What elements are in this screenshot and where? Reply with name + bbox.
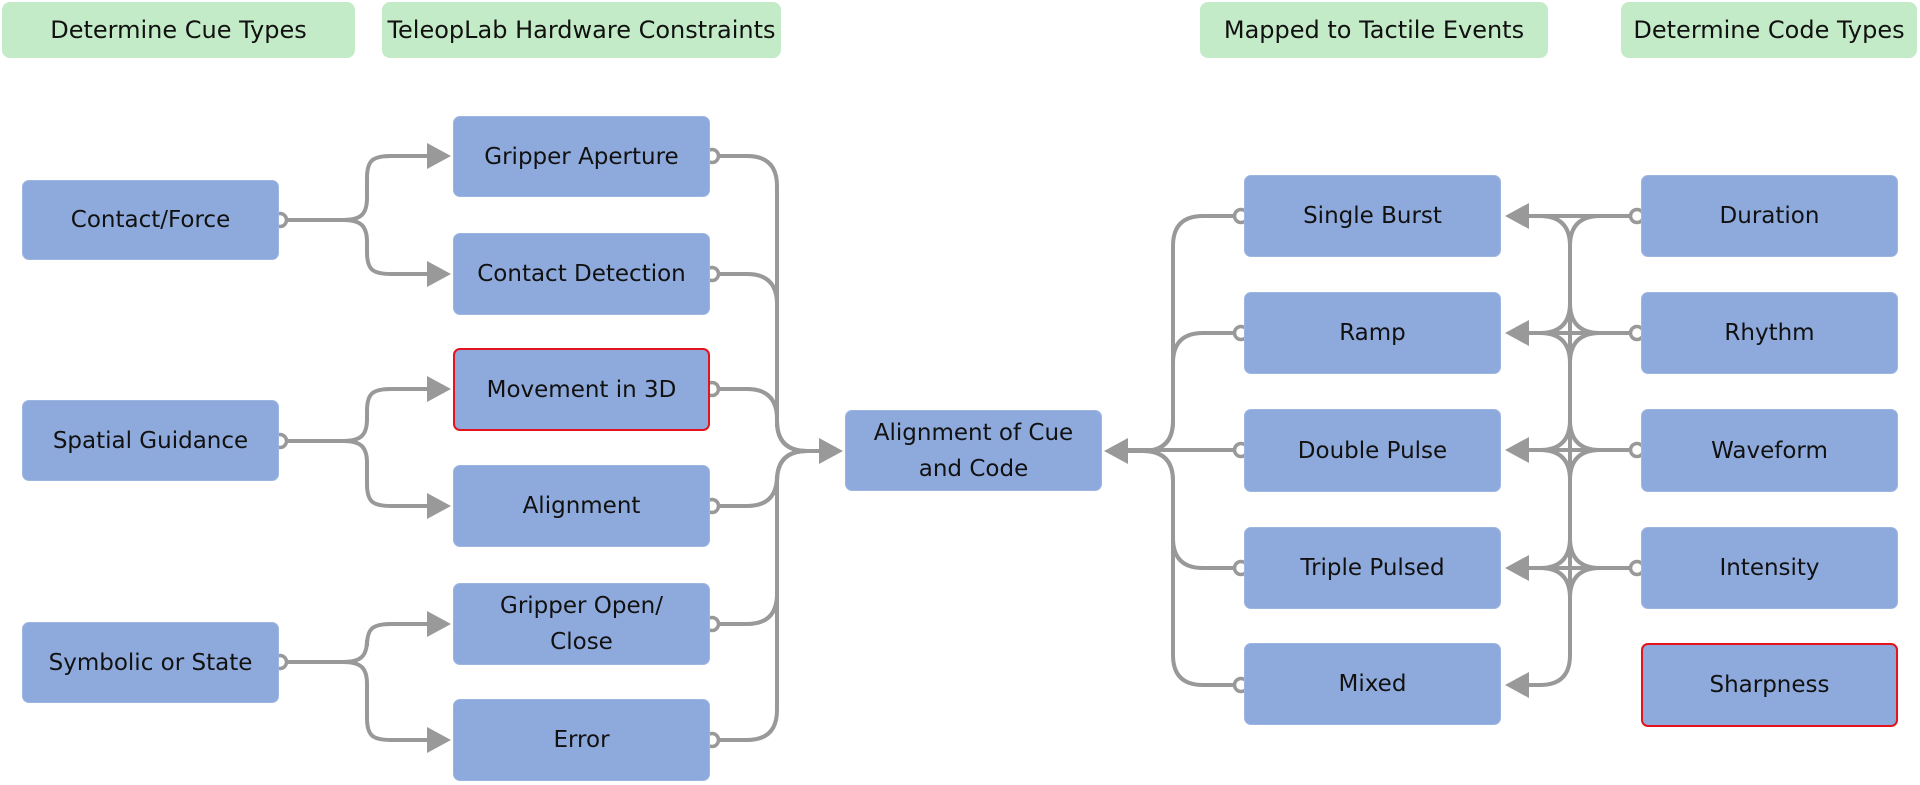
joint-out-down [1538,214,1572,248]
node-sharpness[interactable]: Sharpness [1641,643,1898,727]
node-movement-in-3d[interactable]: Movement in 3D [453,348,710,431]
arrow-head-icon [1505,203,1529,229]
node-contact-detection[interactable]: Contact Detection [453,233,710,315]
arrow-head-icon [1505,672,1529,698]
arrow-head-icon [427,143,451,169]
header-hardware-constraints: TeleopLab Hardware Constraints [382,2,781,58]
joint-out-up [1538,301,1572,335]
edge-symbolic-or-state-to-gripper-open-close [285,622,431,664]
header-tactile-events: Mapped to Tactile Events [1200,2,1548,58]
node-gripper-aperture[interactable]: Gripper Aperture [453,116,710,197]
node-ramp[interactable]: Ramp [1244,292,1501,374]
node-contact-force[interactable]: Contact/Force [22,180,279,260]
arrow-head-icon [427,261,451,287]
header-determine-code-types: Determine Code Types [1621,2,1917,58]
node-alignment[interactable]: Alignment [453,465,710,547]
joint-in-down [1568,214,1602,248]
joint-in-down [1568,566,1602,600]
edge-trunk-to-mixed [1525,653,1572,687]
joint-out-down [1538,448,1572,482]
edge-contact-force-to-gripper-aperture [285,154,431,222]
node-intensity[interactable]: Intensity [1641,527,1898,609]
joint-in-down [1568,331,1602,365]
joint-out-up [1538,536,1572,570]
node-rhythm[interactable]: Rhythm [1641,292,1898,374]
edge-single-burst-to-center [1124,214,1236,453]
joint-in-up [1568,418,1602,452]
arrow-head-icon [427,376,451,402]
node-alignment-of-cue-and-code[interactable]: Alignment of Cue and Code [845,410,1102,491]
edge-symbolic-or-state-to-error [285,660,431,742]
edge-contact-detection-to-center [717,272,823,453]
header-determine-cue-types: Determine Cue Types [2,2,355,58]
edge-spatial-guidance-to-movement-in-3d [285,387,431,443]
node-error[interactable]: Error [453,699,710,781]
node-double-pulse[interactable]: Double Pulse [1244,409,1501,492]
joint-in-down [1568,448,1602,482]
edge-mixed-to-center [1124,449,1236,687]
edge-spatial-guidance-to-alignment [285,439,431,508]
edge-gripper-open-close-to-center [717,449,823,626]
joint-in-up [1568,301,1602,335]
node-duration[interactable]: Duration [1641,175,1898,257]
arrow-head-icon [1505,320,1529,346]
edge-movement-in-3d-to-center [717,387,823,453]
arrow-head-icon [427,493,451,519]
arrow-head-icon [427,611,451,637]
node-mixed[interactable]: Mixed [1244,643,1501,725]
joint-in-up [1568,536,1602,570]
arrow-head-icon [427,727,451,753]
edge-alignment-to-center [717,449,823,508]
joint-out-down [1538,566,1572,600]
node-spatial-guidance[interactable]: Spatial Guidance [22,400,279,481]
node-waveform[interactable]: Waveform [1641,409,1898,492]
node-symbolic-or-state[interactable]: Symbolic or State [22,622,279,703]
arrow-head-icon [1505,555,1529,581]
joint-out-down [1538,331,1572,365]
edge-contact-force-to-contact-detection [285,218,431,276]
edge-triple-pulsed-to-center [1124,449,1236,570]
arrow-head-icon [1505,437,1529,463]
joint-out-up [1538,418,1572,452]
node-single-burst[interactable]: Single Burst [1244,175,1501,257]
edge-error-to-center [717,449,823,742]
node-triple-pulsed[interactable]: Triple Pulsed [1244,527,1501,609]
arrow-head-icon [1104,438,1128,464]
edge-gripper-aperture-to-center [717,154,823,453]
edge-ramp-to-center [1124,331,1236,453]
node-gripper-open-close[interactable]: Gripper Open/ Close [453,583,710,665]
arrow-head-icon [819,438,843,464]
